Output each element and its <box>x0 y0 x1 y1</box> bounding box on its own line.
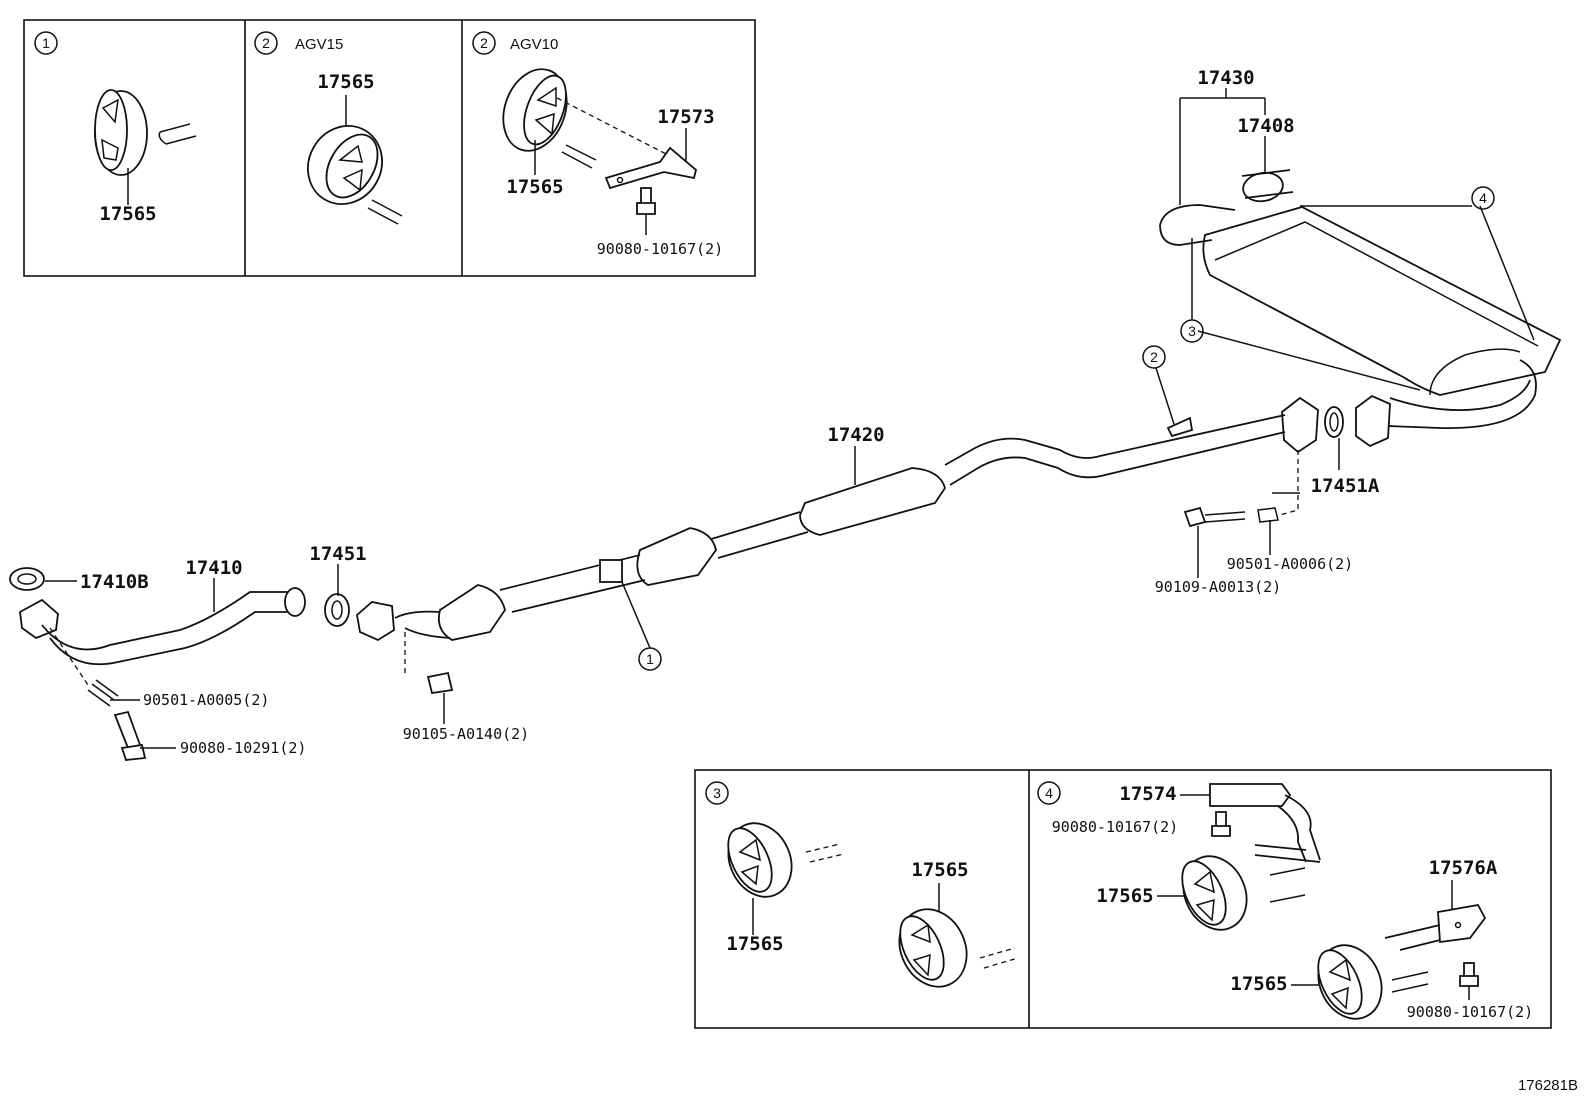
part-label: 17410B <box>80 571 149 593</box>
rubber-hanger-icon <box>307 125 383 205</box>
callout-number: 1 <box>646 651 654 667</box>
part-label: 90080-10167(2) <box>1407 1003 1533 1021</box>
part-label: 90080-10167(2) <box>1052 818 1178 836</box>
gasket-icon <box>324 593 350 627</box>
part-label: 17565 <box>1096 885 1153 907</box>
rubber-hanger-icon <box>502 68 568 152</box>
bolt-icon <box>1459 962 1479 987</box>
bolt-icon <box>1183 506 1207 528</box>
rubber-hanger-icon <box>898 908 968 988</box>
hanger-pin <box>561 144 597 169</box>
rubber-hanger-icon <box>1317 944 1383 1020</box>
callout-circle <box>34 31 58 55</box>
part-label: 90501-A0005(2) <box>143 691 269 709</box>
center-exhaust-pipe <box>356 414 1286 642</box>
part-label: 90080-10291(2) <box>180 739 306 757</box>
spring-icon <box>1257 507 1279 523</box>
part-label: 17573 <box>657 106 714 128</box>
leader-lines <box>45 88 1535 749</box>
part-labels-main: 17430 17408 17420 17451A 90501-A0006(2) … <box>80 67 1380 757</box>
variant-label: AGV15 <box>295 36 343 53</box>
hanger-bracket-icon <box>604 146 698 190</box>
fasteners-main <box>49 450 1299 761</box>
callout-number: 3 <box>713 785 721 801</box>
part-label: 17420 <box>827 424 884 446</box>
callout-number: 2 <box>480 35 488 51</box>
inset-2-agv10: 2 AGV10 17573 17565 90080-10167(2) <box>472 31 723 258</box>
rubber-hanger-icon <box>94 89 148 176</box>
bolt-icon <box>636 187 656 215</box>
part-label: 17451 <box>309 543 366 565</box>
hanger-pin <box>367 199 403 225</box>
part-label: 17410 <box>185 557 242 579</box>
part-label: 17565 <box>317 71 374 93</box>
part-label: 17565 <box>1230 973 1287 995</box>
bolt-icon <box>113 710 142 750</box>
part-label: 17408 <box>1237 115 1294 137</box>
variant-label: AGV10 <box>510 36 558 53</box>
callout-number: 2 <box>262 35 270 51</box>
callout-number: 2 <box>1150 349 1158 365</box>
gasket-icon <box>9 567 45 591</box>
front-exhaust-pipe <box>9 567 350 666</box>
gasket-icon <box>1324 406 1344 438</box>
part-label: 17576A <box>1429 857 1498 879</box>
part-label: 90080-10167(2) <box>597 240 723 258</box>
part-label: 17565 <box>99 203 156 225</box>
callout-number: 4 <box>1479 190 1487 206</box>
part-label: 17565 <box>911 859 968 881</box>
rubber-hanger-icon <box>1181 855 1248 931</box>
bolt-icon <box>1211 811 1231 837</box>
callouts-main: 1 2 3 4 <box>638 186 1495 671</box>
hanger-clamp-icon <box>599 559 623 583</box>
part-label: 90501-A0006(2) <box>1227 555 1353 573</box>
part-label: 17565 <box>726 933 783 955</box>
inset-4: 4 17574 90080-10167(2) 17565 17576A 1756… <box>1037 781 1533 1021</box>
hanger-bracket-icon <box>1384 904 1487 951</box>
bolt-icon <box>426 671 454 695</box>
pipe-flange-rear <box>1281 394 1391 454</box>
callout-number: 4 <box>1045 785 1053 801</box>
callout-number: 1 <box>42 35 50 51</box>
part-label: 17565 <box>506 176 563 198</box>
hanger-bracket-icon <box>1209 783 1321 863</box>
hanger-bracket-icon <box>1166 416 1194 438</box>
inset-2-agv15: 2 AGV15 17565 <box>254 31 403 225</box>
part-label: 17574 <box>1119 783 1176 805</box>
muffler-assembly <box>1159 169 1562 429</box>
part-label: 90105-A0140(2) <box>403 725 529 743</box>
diagram-id: 176281B <box>1518 1077 1578 1094</box>
inset-panel-top <box>23 19 756 277</box>
inset-1: 1 17565 <box>34 31 197 225</box>
rubber-hanger-icon <box>727 822 793 898</box>
inset-3: 3 17565 17565 <box>705 781 1019 988</box>
spring-icon <box>87 679 119 707</box>
part-label: 90109-A0013(2) <box>1155 578 1281 596</box>
part-label: 17451A <box>1311 475 1380 497</box>
inset-panel-bottom <box>694 769 1552 1029</box>
hanger-pin <box>158 123 197 145</box>
callout-number: 3 <box>1188 323 1196 339</box>
part-label: 17430 <box>1197 67 1254 89</box>
